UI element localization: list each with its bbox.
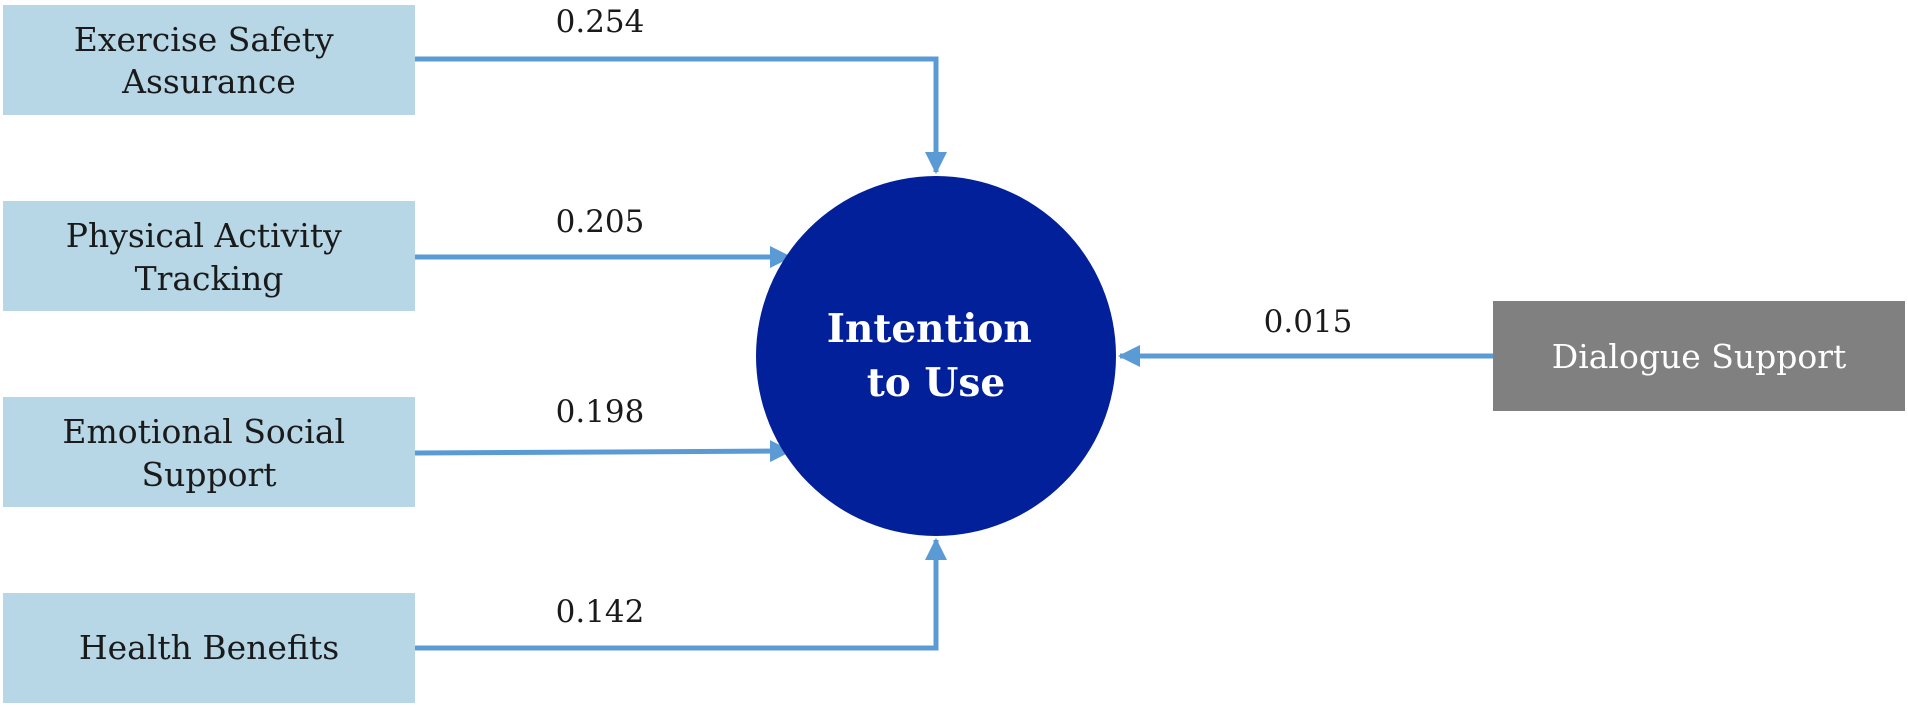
coefficient-physical-activity: 0.205	[556, 204, 645, 240]
predictor-dialogue-support: Dialogue Support	[1493, 301, 1905, 411]
predictor-label-line: Physical Activity	[66, 216, 342, 255]
predictor-label: Dialogue Support	[1552, 337, 1847, 376]
coefficient-health-benefits: 0.142	[556, 594, 645, 630]
predictor-health-benefits: Health Benefits	[3, 593, 415, 703]
predictor-emotional-social: Emotional Social Support	[3, 397, 415, 507]
predictor-box	[1493, 301, 1905, 411]
coefficient-dialogue-support: 0.015	[1264, 304, 1353, 340]
svg-text:Health Benefits: Health Benefits	[79, 628, 339, 667]
predictor-box	[3, 397, 415, 507]
predictor-label-line: Health Benefits	[79, 628, 339, 667]
predictor-box	[3, 5, 415, 115]
predictor-box	[3, 201, 415, 311]
predictor-physical-activity: Physical Activity Tracking	[3, 201, 415, 311]
svg-text:Exercise Safety Assuranc: Exercise Safety Assurance	[74, 20, 344, 101]
arrow-exercise-safety	[415, 56, 947, 174]
svg-text:Intention to Use: Intention to Use	[827, 306, 1046, 406]
coefficient-emotional-social: 0.198	[556, 394, 645, 430]
arrow-emotional-social	[414, 440, 792, 463]
predictor-label-line: Assurance	[121, 62, 296, 101]
predictor-exercise-safety: Exercise Safety Assurance	[3, 5, 415, 115]
predictor-box	[3, 593, 415, 703]
predictor-label-line: Support	[141, 455, 276, 494]
coefficient-labels: 0.254 0.205 0.198 0.142 0.015	[556, 4, 1353, 630]
outcome-label-line: Intention	[827, 306, 1032, 352]
predictor-label-line: Emotional Social	[62, 412, 345, 451]
svg-text:Physical Activity Tracki: Physical Activity Tracking	[66, 216, 353, 298]
outcome-intention-to-use: Intention to Use	[756, 176, 1116, 536]
arrow-health-benefits	[415, 538, 947, 651]
coefficient-exercise-safety: 0.254	[556, 4, 645, 40]
predictor-label-line: Exercise Safety	[74, 20, 334, 59]
path-arrows	[414, 56, 1493, 651]
svg-text:Emotional Social Support: Emotional Social Support	[62, 412, 355, 494]
outcome-circle	[756, 176, 1116, 536]
outcome-label-line: to Use	[867, 360, 1005, 406]
predictor-label-line: Tracking	[135, 259, 284, 298]
